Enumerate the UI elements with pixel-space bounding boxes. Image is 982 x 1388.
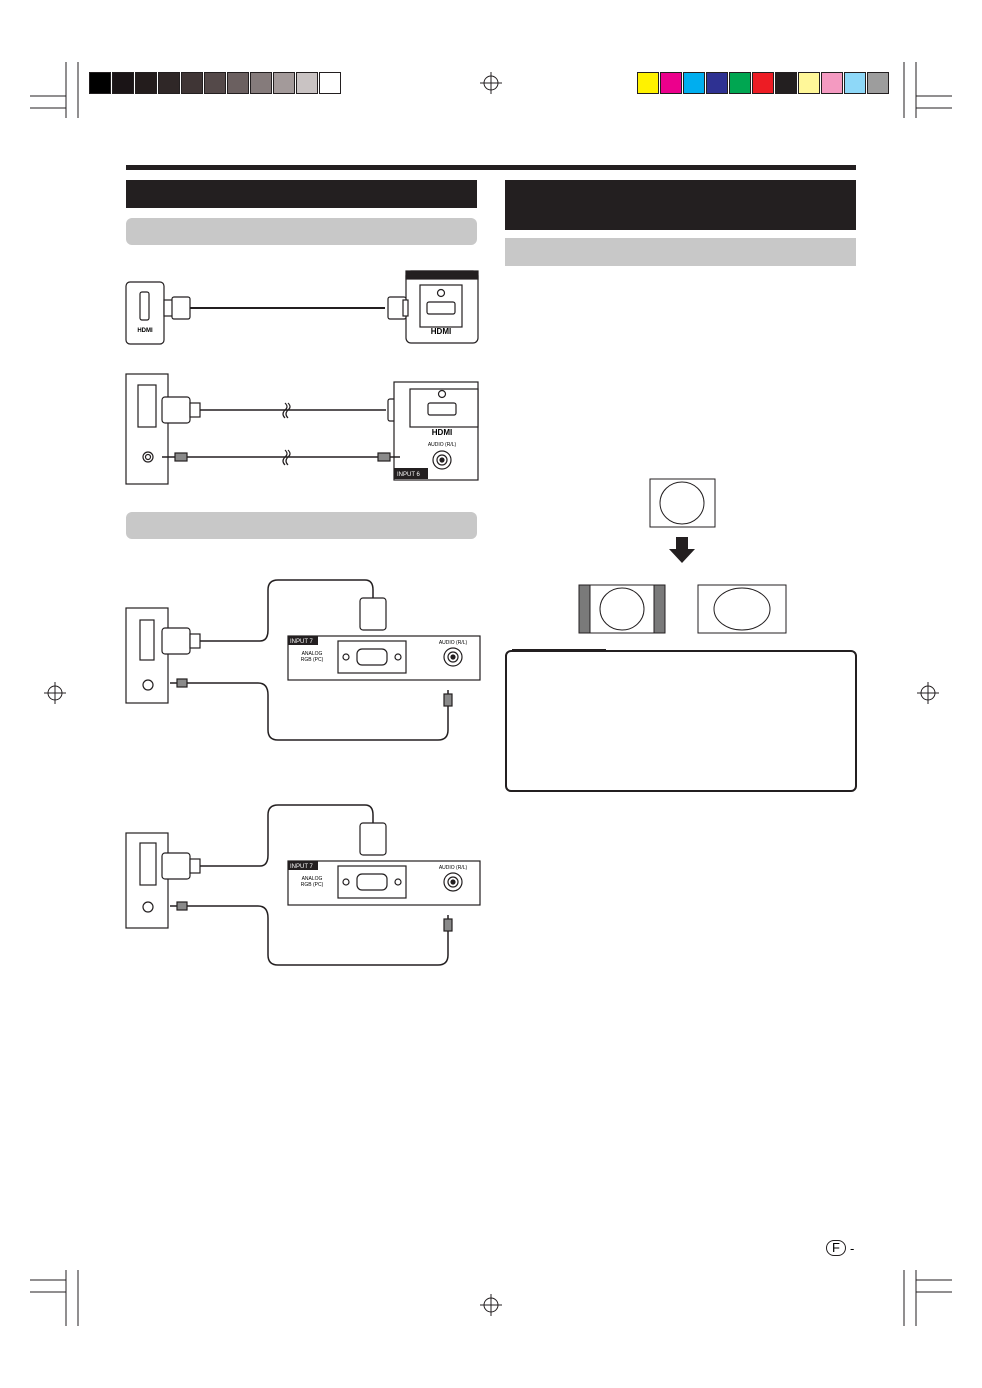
arrow-down-icon — [669, 537, 695, 563]
audio-label: AUDIO (R/L) — [439, 865, 468, 871]
dvi-vga-connection-diagram: INPUT 7 ANALOG RGB (PC) AUDIO (R/L) — [125, 804, 481, 966]
input-7-label: INPUT 7 — [290, 864, 314, 870]
audio-label: AUDIO (R/L) — [428, 442, 457, 448]
hdmi-logo-left: HDMI — [137, 328, 153, 334]
color-swatch — [227, 72, 249, 94]
color-swatch — [729, 72, 751, 94]
color-swatch — [319, 72, 341, 94]
rgb-pc-label: RGB (PC) — [301, 882, 324, 888]
aspect-ratio-illustration — [578, 478, 787, 634]
color-swatch — [112, 72, 134, 94]
color-swatch — [752, 72, 774, 94]
registration-mark-icon — [44, 72, 939, 1316]
analog-label: ANALOG — [302, 876, 323, 882]
hdmi-connection-diagram: HDMI HDMI HDMI AUDIO (R/L) INPUT 6 — [125, 270, 479, 485]
color-swatch — [867, 72, 889, 94]
color-swatch — [798, 72, 820, 94]
vga-connection-diagram: INPUT 7 ANALOG RGB (PC) AUDIO (R/L) — [125, 579, 481, 741]
color-swatch — [660, 72, 682, 94]
color-swatch — [158, 72, 180, 94]
color-swatch — [204, 72, 226, 94]
input-6-label: INPUT 6 — [397, 472, 421, 478]
audio-label: AUDIO (R/L) — [439, 640, 468, 646]
note-title-rule — [512, 649, 606, 651]
color-swatch — [296, 72, 318, 94]
section-heading-right — [505, 180, 856, 230]
color-swatch — [135, 72, 157, 94]
color-swatch — [706, 72, 728, 94]
page-number: F - — [826, 1240, 854, 1256]
color-swatch — [844, 72, 866, 94]
input-7-label: INPUT 7 — [290, 639, 314, 645]
language-badge: F — [826, 1240, 846, 1256]
color-swatch — [89, 72, 111, 94]
hdmi-logo-right: HDMI — [431, 327, 451, 336]
color-swatch — [775, 72, 797, 94]
color-swatch — [181, 72, 203, 94]
color-swatch — [637, 72, 659, 94]
rgb-pc-label: RGB (PC) — [301, 657, 324, 663]
analog-label: ANALOG — [302, 651, 323, 657]
note-box — [505, 650, 857, 792]
section-heading-left — [126, 180, 477, 208]
color-swatch — [273, 72, 295, 94]
color-swatch — [250, 72, 272, 94]
color-swatch — [821, 72, 843, 94]
page-dash: - — [849, 1240, 855, 1256]
top-rule — [126, 165, 856, 170]
subheading-hdmi — [126, 218, 477, 245]
hdmi-logo: HDMI — [432, 428, 452, 437]
subheading-right — [505, 238, 856, 266]
color-swatch — [683, 72, 705, 94]
subheading-analog — [126, 512, 477, 539]
